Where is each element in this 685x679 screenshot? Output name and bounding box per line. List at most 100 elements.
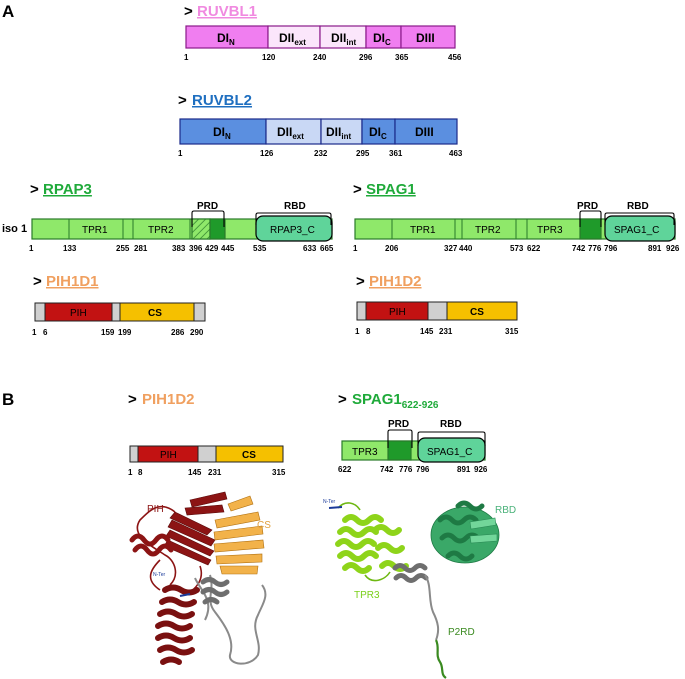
spag1-tick: 776 bbox=[588, 244, 602, 253]
pih1d2-b-tick: 231 bbox=[208, 468, 222, 477]
pih1d2-caret: > bbox=[356, 273, 365, 290]
rpap3-tick: 633 bbox=[303, 244, 317, 253]
spag1-tick: 206 bbox=[385, 244, 399, 253]
pih1d2-b-caret: > bbox=[128, 391, 137, 408]
ruvbl2-domain-diiint bbox=[320, 118, 363, 145]
panel-label-b: B bbox=[2, 390, 14, 409]
pih1d2-header: PIH1D2 bbox=[369, 273, 422, 290]
ruvbl2-diii-label: DIII bbox=[415, 125, 434, 139]
rbd-structure-label: RBD bbox=[495, 505, 516, 516]
rpap3-tick: 1 bbox=[29, 244, 34, 253]
ruvbl2-caret: > bbox=[178, 92, 187, 109]
ruvbl2-tick: 463 bbox=[449, 149, 463, 158]
rpap3-tick: 133 bbox=[63, 244, 77, 253]
spag1-b-prd-region bbox=[387, 440, 412, 461]
rpap3-prd-region bbox=[209, 218, 226, 240]
tpr3-structure-label: TPR3 bbox=[354, 590, 380, 601]
nter-left-label: N-Ter bbox=[153, 572, 166, 578]
pih1d2-cs-domain bbox=[446, 301, 518, 321]
spag1-header: SPAG1 bbox=[366, 181, 416, 198]
pih1d2-b-cs-domain bbox=[215, 445, 284, 463]
ruvbl1-caret: > bbox=[184, 3, 193, 20]
rpap3-rbd-domain bbox=[255, 215, 333, 242]
spag1-b-tick: 891 bbox=[457, 465, 471, 474]
spag1-structure-image: N-Ter RBD TPR3 P2RD bbox=[323, 499, 516, 679]
rpap3-tick: 281 bbox=[134, 244, 148, 253]
ruvbl2-diiext-label: DIIext bbox=[277, 125, 304, 141]
spag1-b-rbd-bracket bbox=[417, 431, 486, 446]
ruvbl1-header: RUVBL1 bbox=[197, 3, 257, 20]
spag1-b-tick: 926 bbox=[474, 465, 488, 474]
ruvbl1-diagram: > RUVBL1 DIN DIIext DIIint DIC DIII 1 12… bbox=[184, 3, 462, 62]
spag1-rbd-domain bbox=[604, 215, 676, 242]
spag1-tpr3-label: TPR3 bbox=[537, 225, 563, 236]
panel-label-a: A bbox=[2, 2, 14, 21]
spag1-rbd-bracket bbox=[604, 212, 675, 225]
pih1d1-cs-domain bbox=[119, 302, 195, 322]
pih1d2-b-header: PIH1D2 bbox=[142, 391, 195, 408]
pih1d1-tick: 159 bbox=[101, 328, 115, 337]
pih1d2-b-tick: 8 bbox=[138, 468, 143, 477]
rpap3-rbd-bracket-label: RBD bbox=[284, 201, 306, 212]
pih1d2-tick: 8 bbox=[366, 327, 371, 336]
rpap3-header: RPAP3 bbox=[43, 181, 92, 198]
pih1d1-tick: 199 bbox=[118, 328, 132, 337]
spag1-tick: 742 bbox=[572, 244, 586, 253]
ruvbl2-tick: 295 bbox=[356, 149, 370, 158]
spag1-tick: 891 bbox=[648, 244, 662, 253]
spag1-diagram: > SPAG1 TPR1 TPR2 TPR3 SPAG1_C PRD RBD 1… bbox=[353, 181, 680, 253]
spag1-b-tpr3-label: TPR3 bbox=[352, 447, 378, 458]
pih1d2-b-pih-label: PIH bbox=[160, 450, 177, 461]
ruvbl1-dic-label: DIC bbox=[373, 31, 391, 47]
ruvbl2-diiint-label: DIIint bbox=[326, 125, 351, 141]
spag1-b-header: SPAG1622-926 bbox=[352, 391, 439, 411]
rpap3-tick: 383 bbox=[172, 244, 186, 253]
spag1-b-tick: 796 bbox=[416, 465, 430, 474]
spag1-caret: > bbox=[353, 181, 362, 198]
rpap3-tick: 535 bbox=[253, 244, 267, 253]
spag1-b-caret: > bbox=[338, 391, 347, 408]
rpap3-tick: 255 bbox=[116, 244, 130, 253]
rpap3-hatched-region bbox=[191, 218, 211, 240]
iso-label: iso 1 bbox=[2, 223, 27, 235]
rpap3-tick: 665 bbox=[320, 244, 334, 253]
ruvbl2-diagram: > RUVBL2 DIN DIIext DIIint DIC DIII 1 12… bbox=[178, 92, 463, 158]
rpap3-rbd-bracket bbox=[255, 212, 332, 225]
spag1-b-prd-bracket bbox=[387, 429, 413, 448]
pih-structure-label: PIH bbox=[147, 504, 164, 515]
pih1d2-tick: 145 bbox=[420, 327, 434, 336]
ruvbl1-diii-label: DIII bbox=[416, 31, 435, 45]
spag1-b-prd-label: PRD bbox=[388, 419, 409, 430]
ruvbl2-domain-dic bbox=[361, 118, 396, 145]
ruvbl2-din-label: DIN bbox=[213, 125, 231, 141]
spag1-tick: 926 bbox=[666, 244, 680, 253]
rpap3-caret: > bbox=[30, 181, 39, 198]
spag1-rbd-label: SPAG1_C bbox=[614, 225, 659, 236]
pih1d2-cs-label: CS bbox=[470, 307, 484, 318]
spag1-b-rbd-domain bbox=[417, 437, 486, 463]
spag1-tick: 796 bbox=[604, 244, 618, 253]
spag1-b-tick: 776 bbox=[399, 465, 413, 474]
pih1d1-tick: 286 bbox=[171, 328, 185, 337]
ruvbl2-domain-din bbox=[179, 118, 267, 145]
ruvbl1-tick: 1 bbox=[184, 53, 189, 62]
pih1d2-b-tick: 315 bbox=[272, 468, 286, 477]
rpap3-tick: 396 bbox=[189, 244, 203, 253]
pih1d2-pih-domain bbox=[365, 301, 429, 321]
pih1d2-b-diagram: > PIH1D2 PIH CS 1 8 145 231 315 bbox=[128, 391, 286, 477]
ruvbl2-tick: 126 bbox=[260, 149, 274, 158]
spag1-b-diagram: > SPAG1622-926 TPR3 SPAG1_C PRD RBD 622 … bbox=[338, 391, 488, 474]
rpap3-diagram: > RPAP3 iso 1 TPR1 TPR2 RPAP3_C PRD RBD … bbox=[2, 181, 334, 253]
pih1d2-b-pih-domain bbox=[137, 445, 199, 463]
nter-right-label: N-Ter bbox=[323, 499, 336, 505]
pih1d2-b-tick: 145 bbox=[188, 468, 202, 477]
rpap3-tick: 445 bbox=[221, 244, 235, 253]
pih1d1-tick: 290 bbox=[190, 328, 204, 337]
nterminus-marker-left bbox=[179, 593, 191, 597]
ruvbl1-domain-diii bbox=[400, 25, 456, 49]
pih1d2-tick: 231 bbox=[439, 327, 453, 336]
p2rd-structure-label: P2RD bbox=[448, 627, 475, 638]
spag1-tick: 622 bbox=[527, 244, 541, 253]
ruvbl1-tick: 240 bbox=[313, 53, 327, 62]
